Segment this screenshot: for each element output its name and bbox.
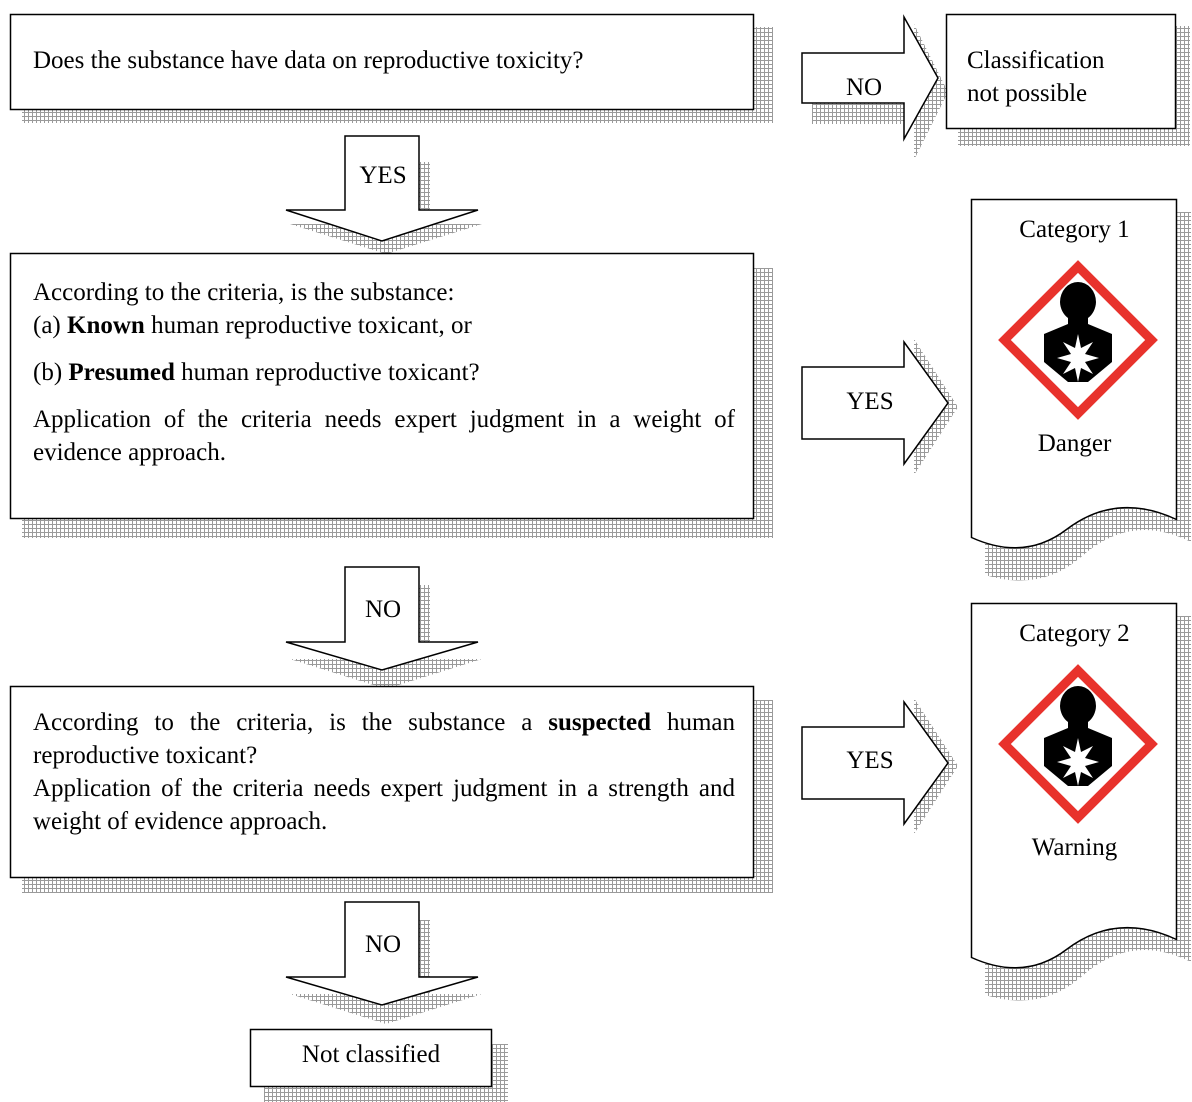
question-2-text: According to the criteria, is the substa…	[33, 276, 735, 469]
not-possible-box	[945, 13, 1177, 130]
not-possible-text: Classification not possible	[967, 44, 1104, 110]
question-1-box	[9, 13, 755, 111]
not-possible-line-1: Classification	[967, 47, 1105, 74]
question-3-box	[9, 685, 755, 879]
arrow-yes-2	[801, 339, 949, 467]
not-possible-line-2: not possible	[967, 80, 1088, 107]
question-3-main: According to the criteria, is the substa…	[33, 709, 735, 769]
arrow-no-3	[285, 901, 479, 1006]
arrow-label-no: NO	[364, 596, 402, 623]
health-hazard-icon	[998, 664, 1158, 824]
question-1-text: Does the substance have data on reproduc…	[33, 47, 584, 74]
option-a: (a) Known human reproductive toxicant, o…	[33, 312, 472, 339]
question-3-note: Application of the criteria needs expert…	[33, 775, 735, 835]
question-2-intro: According to the criteria, is the substa…	[33, 279, 455, 306]
arrow-label-no: NO	[364, 931, 402, 958]
arrow-no-2	[285, 566, 479, 671]
question-3-text: According to the criteria, is the substa…	[33, 706, 735, 838]
arrow-label-yes: YES	[846, 747, 894, 774]
question-2-note: Application of the criteria needs expert…	[33, 406, 735, 466]
arrow-yes-1	[285, 135, 479, 242]
health-hazard-icon	[998, 260, 1158, 420]
category-2-signal: Warning	[1031, 834, 1118, 861]
not-classified-box	[249, 1028, 493, 1088]
option-b: (b) Presumed human reproductive toxicant…	[33, 359, 480, 386]
not-classified-text: Not classified	[301, 1041, 441, 1068]
arrow-yes-3	[801, 699, 949, 827]
arrow-label-yes: YES	[846, 388, 894, 415]
arrow-label-no: NO	[845, 74, 883, 101]
category-1-signal: Danger	[1037, 430, 1112, 457]
arrow-no-1	[801, 14, 939, 142]
category-1-title: Category 1	[1019, 216, 1130, 243]
category-2-title: Category 2	[1019, 620, 1130, 647]
question-2-box	[9, 252, 755, 520]
arrow-label-yes: YES	[359, 162, 407, 189]
